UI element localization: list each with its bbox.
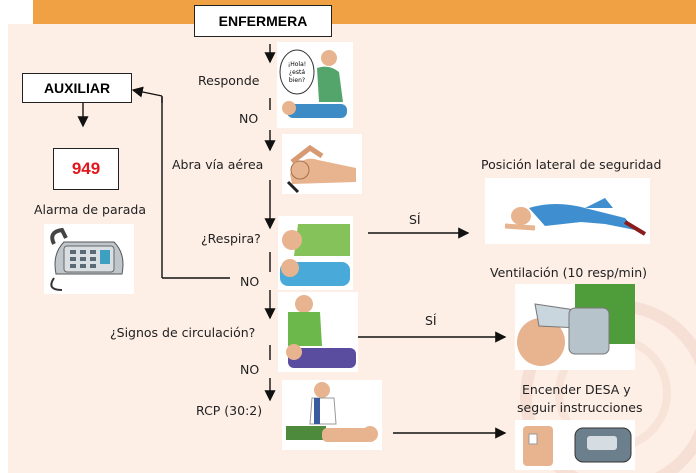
alarma-label: Alarma de parada	[34, 202, 146, 217]
arrow-into-auxiliar	[131, 86, 163, 98]
no-respira: NO	[240, 274, 260, 289]
no-responde: NO	[239, 111, 259, 126]
image-desa	[515, 420, 635, 470]
speech-line3: bien?	[289, 77, 305, 84]
step-signos: ¿Signos de circulación?	[110, 325, 256, 340]
image-signos	[278, 292, 358, 372]
image-ventilacion	[515, 284, 635, 370]
step-responde: Responde	[198, 73, 260, 88]
emergency-number: 949	[53, 148, 119, 190]
image-respira	[278, 216, 353, 290]
label-ventilacion: Ventilación (10 resp/min)	[490, 265, 648, 280]
speech-line2: ¿está	[289, 69, 305, 76]
role-auxiliar: AUXILIAR	[22, 73, 132, 103]
image-responde: ¡Hola! ¿está bien?	[277, 42, 353, 128]
header-bar	[33, 0, 696, 24]
image-via-aerea	[282, 134, 362, 194]
step-respira: ¿Respira?	[201, 231, 261, 246]
image-rcp	[282, 380, 382, 450]
role-enfermera: ENFERMERA	[194, 5, 332, 37]
speech-line1: ¡Hola!	[288, 61, 306, 68]
no-signos: NO	[240, 362, 260, 377]
phone-image	[44, 224, 134, 294]
si-lateral: SÍ	[409, 212, 421, 227]
label-lateral: Posición lateral de seguridad	[481, 157, 662, 172]
image-lateral	[485, 178, 650, 244]
label-desa-1: Encender DESA y	[522, 382, 631, 397]
step-rcp: RCP (30:2)	[196, 403, 263, 418]
si-ventilacion: SÍ	[425, 313, 437, 328]
step-via-aerea: Abra vía aérea	[172, 157, 264, 172]
label-desa-2: seguir instrucciones	[517, 400, 643, 415]
